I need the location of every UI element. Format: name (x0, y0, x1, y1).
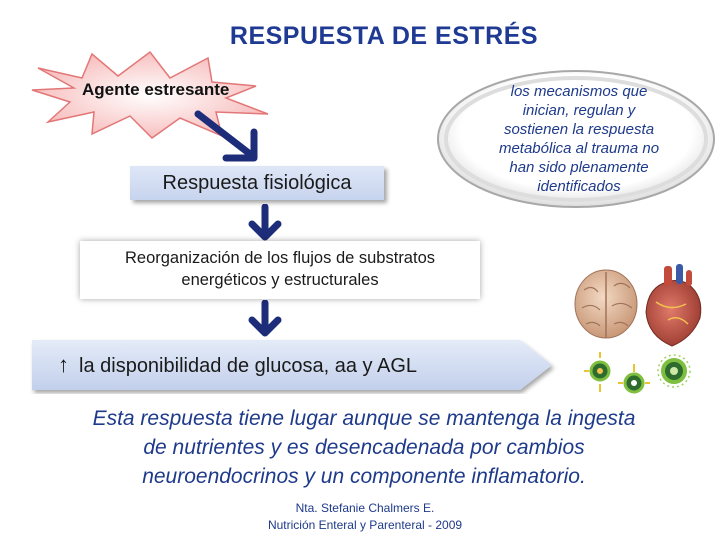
mechanisms-line: identificados (537, 178, 621, 195)
increase-arrow-icon: ↑ (58, 352, 69, 377)
diagonal-arrow-icon (194, 110, 258, 162)
explanation-text: Esta respuesta tiene lugar aunque se man… (24, 404, 704, 491)
availability-text: ↑ la disponibilidad de glucosa, aa y AGL (58, 352, 417, 378)
stressor-star-shape (31, 50, 269, 139)
stressor-label: Agente estresante (82, 80, 230, 99)
availability-label: la disponibilidad de glucosa, aa y AGL (79, 355, 418, 377)
reorg-line: Reorganización de los flujos de substrat… (124, 249, 435, 267)
brain-icon (574, 269, 638, 339)
credit-course: Nutrición Enteral y Parenteral - 2009 (267, 518, 463, 532)
mechanisms-line: sostienen la respuesta (503, 121, 655, 138)
cell-receptor-illustration-icon (584, 352, 691, 394)
explanation-line: de nutrientes y es desencadenada por cam… (143, 436, 585, 459)
explanation-line: neuroendocrinos y un componente inflamat… (142, 465, 586, 488)
heart-icon (645, 264, 702, 347)
down-arrow-icon (248, 300, 282, 337)
page-title: RESPUESTA DE ESTRÉS (229, 22, 539, 50)
mechanisms-line: los mecanismos que (510, 83, 648, 100)
substrate-reorganization-box: Reorganización de los flujos de substrat… (80, 241, 480, 299)
cell-icon (657, 354, 691, 388)
credit-footer: Nta. Stefanie Chalmers E. Nutrición Ente… (200, 500, 530, 534)
reorg-line: energéticos y estructurales (181, 271, 379, 289)
physiological-response-box: Respuesta fisiológica (130, 166, 384, 200)
mechanisms-bubble (437, 70, 715, 208)
brain-heart-illustration-icon (574, 264, 702, 347)
mechanisms-text: los mecanismos que inician, regulan y so… (470, 82, 688, 196)
credit-author: Nta. Stefanie Chalmers E. (295, 501, 435, 515)
cell-icon (584, 352, 611, 392)
mechanisms-line: han sido plenamente (509, 159, 649, 176)
explanation-line: Esta respuesta tiene lugar aunque se man… (92, 407, 636, 430)
mechanisms-line: inician, regulan y (522, 102, 636, 119)
mechanisms-line: metabólica al trauma no (498, 140, 660, 157)
availability-arrow-shape (32, 340, 552, 390)
down-arrow-icon (248, 204, 282, 241)
cell-icon (618, 364, 650, 394)
